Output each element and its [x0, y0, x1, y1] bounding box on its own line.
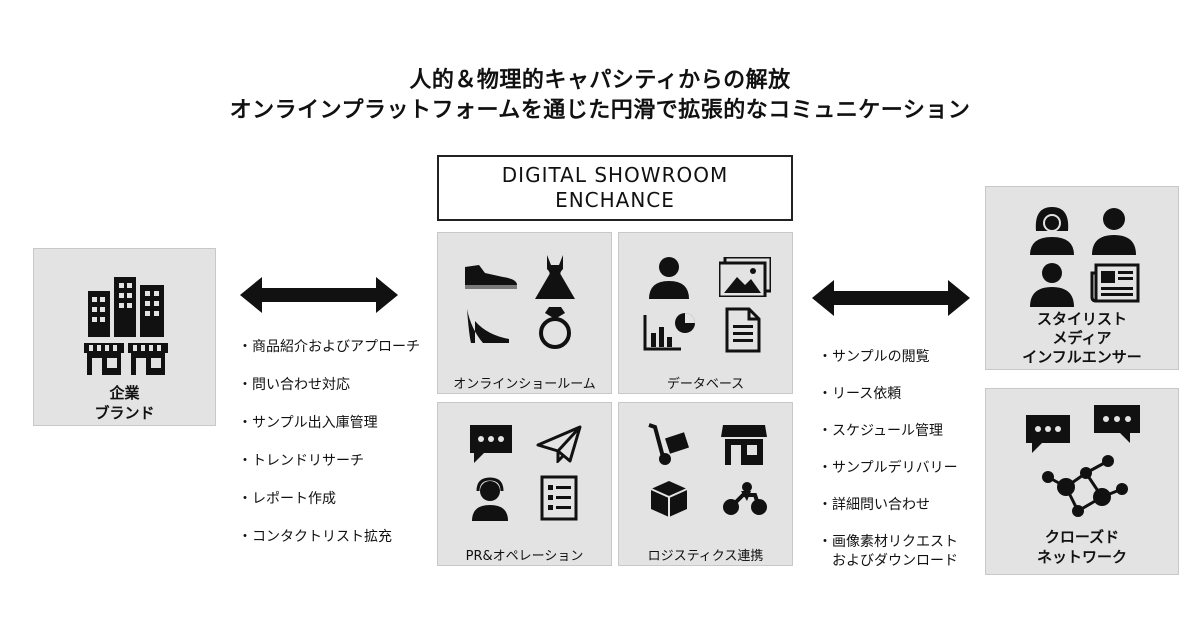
- media-label: メディア: [1052, 329, 1112, 347]
- left-bullet-item: ・商品紹介およびアプローチ: [238, 339, 420, 355]
- right-bullet-item: およびダウンロード: [818, 553, 958, 569]
- left-bullet-item: ・レポート作成: [238, 491, 336, 507]
- hand-truck-icon: [648, 423, 689, 465]
- headline-line-2: オンラインプラットフォームを通じた円滑で拡張的なコミュニケーション: [229, 98, 971, 123]
- operator-icon: [472, 477, 508, 521]
- tile-logistics: ロジスティクス連携: [618, 402, 793, 566]
- platform-title-line-2: ENCHANCE: [555, 188, 675, 212]
- tile-label: PR&オペレーション: [465, 549, 584, 564]
- person-icon: [1030, 263, 1074, 307]
- chat-icon: [1026, 405, 1140, 453]
- tile-label: オンラインショールーム: [453, 377, 596, 392]
- left-double-arrow-icon: [240, 277, 398, 313]
- high-heel-icon: [467, 309, 509, 343]
- right-bullet-item: ・画像素材リクエスト: [818, 534, 958, 550]
- brand-label: ブランド: [94, 404, 155, 422]
- motorbike-icon: [723, 482, 767, 515]
- chat-icon: [470, 425, 512, 463]
- right-bullet-item: ・サンプルデリバリー: [818, 460, 958, 476]
- document-icon: [725, 307, 761, 353]
- headline-line-1: 人的＆物理的キャパシティからの解放: [409, 68, 791, 93]
- right-bullet-item: ・リース依頼: [818, 386, 902, 402]
- closed-label: クローズド: [1044, 528, 1120, 546]
- checklist-icon: [540, 475, 578, 521]
- right-bullet-item: ・サンプルの閲覧: [818, 349, 930, 365]
- chart-icon: [643, 313, 695, 351]
- stylist-label: スタイリスト: [1036, 310, 1127, 328]
- dress-icon: [535, 255, 575, 299]
- platform-title-box: DIGITAL SHOWROOM ENCHANCE: [437, 155, 793, 221]
- company-brand-box: 企業 ブランド: [33, 248, 216, 426]
- tile-online-showroom: オンラインショールーム: [437, 232, 612, 394]
- closed-network-box: クローズド ネットワーク: [985, 388, 1179, 575]
- paper-plane-icon: [536, 425, 582, 463]
- right-bullet-item: ・詳細問い合わせ: [818, 497, 930, 513]
- image-icon: [719, 257, 771, 297]
- person-icon: [649, 257, 689, 299]
- network-label: ネットワーク: [1036, 548, 1127, 566]
- platform-title-line-1: DIGITAL SHOWROOM: [501, 163, 729, 187]
- store-icon: [721, 425, 767, 465]
- shoe-icon: [465, 265, 517, 289]
- ring-icon: [539, 307, 571, 349]
- tile-label: ロジスティクス連携: [647, 549, 764, 564]
- right-bullet-item: ・スケジュール管理: [818, 423, 944, 439]
- tile-database: データベース: [618, 232, 793, 394]
- left-bullet-item: ・問い合わせ対応: [238, 377, 350, 393]
- box-icon: [650, 481, 688, 517]
- company-label: 企業: [109, 384, 140, 402]
- tile-label: データベース: [666, 377, 745, 392]
- tile-pr-operation: PR&オペレーション: [437, 402, 612, 566]
- left-bullet-item: ・コンタクトリスト拡充: [238, 529, 392, 545]
- woman-icon: [1030, 207, 1074, 255]
- stylist-media-influencer-box: スタイリスト メディア インフルエンサー: [985, 186, 1179, 370]
- left-bullet-item: ・サンプル出入庫管理: [238, 415, 378, 431]
- network-icon: [1026, 405, 1140, 517]
- influencer-label: インフルエンサー: [1022, 348, 1142, 366]
- man-icon: [1092, 208, 1136, 255]
- left-bullet-item: ・トレンドリサーチ: [238, 453, 364, 469]
- left-bullet-list: ・商品紹介およびアプローチ ・問い合わせ対応 ・サンプル出入庫管理 ・トレンドリ…: [238, 336, 420, 564]
- right-bullet-list: ・サンプルの閲覧 ・リース依頼 ・スケジュール管理 ・サンプルデリバリー ・詳細…: [818, 346, 958, 569]
- newspaper-icon: [1090, 263, 1140, 303]
- right-double-arrow-icon: [812, 280, 970, 316]
- buildings-icon: [84, 277, 168, 375]
